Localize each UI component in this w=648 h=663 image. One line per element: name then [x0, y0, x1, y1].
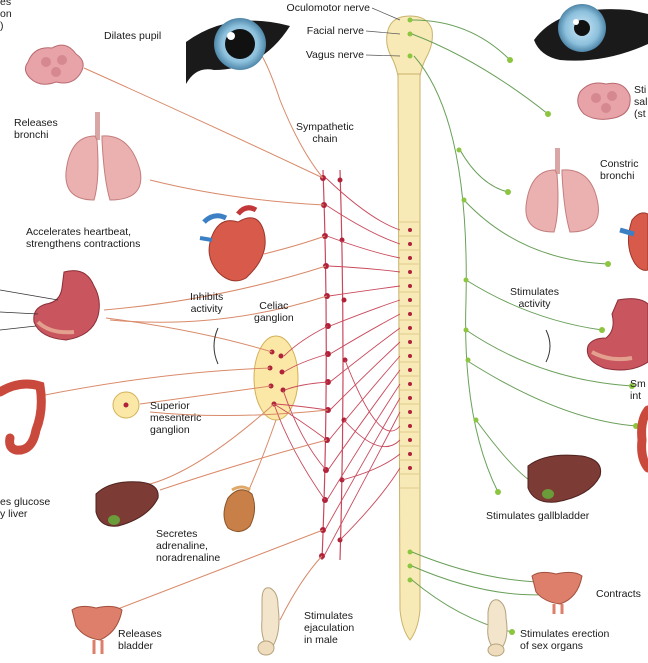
spinal-cord [386, 15, 433, 641]
stomach-left-icon [33, 270, 100, 341]
adrenal-gland-icon [223, 485, 256, 532]
fiber-to-stomach-2 [109, 295, 328, 323]
eye-right-icon [534, 4, 648, 61]
label-contracts: Contracts [596, 588, 641, 600]
liver-left-icon [95, 481, 159, 527]
spinal-segments [399, 221, 419, 489]
label-facial-nerve: Facial nerve [306, 25, 364, 37]
label-stimulates-saliva: Sti sal (st [634, 84, 648, 120]
preganglionic-fibers [323, 177, 401, 557]
fiber-to-lacrimal [83, 67, 324, 179]
para-vagus-main [413, 55, 499, 493]
parasympathetic-fibers [411, 19, 637, 633]
label-accelerates-heartbeat: Accelerates heartbeat, strengthens contr… [26, 226, 141, 250]
label-vagus-nerve: Vagus nerve [305, 49, 364, 61]
stomach-right-icon [586, 298, 648, 371]
fiber-celiac-stomach [105, 317, 273, 353]
label-dilates-pupil: Dilates pupil [104, 30, 162, 42]
para-to-heart [463, 199, 609, 265]
label-stimulates-ejaculation: Stimulates ejaculation in male [304, 610, 355, 646]
fiber-celiac-colon [39, 367, 271, 397]
cranial-pointer-lines [365, 7, 401, 57]
label-releases-bronchi: Releases bronchi [14, 117, 58, 141]
male-genital-icon [257, 587, 280, 656]
label-superior-mesenteric-ganglion: Superior mesenteric ganglion [150, 400, 202, 436]
inhibits-bracket [213, 327, 219, 365]
bladder-left-icon [71, 605, 123, 654]
intestine-left-icon [0, 379, 46, 455]
mesenteric-dot [123, 402, 129, 408]
label-stimulates-activity: Stimulates activity [510, 286, 560, 310]
liver-right-icon [527, 454, 602, 503]
label-celiac-ganglion: Celiac ganglion [254, 300, 294, 324]
lacrimal-gland-icon [24, 44, 84, 85]
fiber-celiac-liver [149, 403, 275, 485]
fiber-to-heart [263, 235, 326, 255]
fiber-to-eye [261, 55, 324, 179]
para-to-intestine [465, 329, 633, 387]
label-stimulates-gallbladder: Stimulates gallbladder [486, 510, 590, 522]
label-oculomotor-nerve: Oculomotor nerve [286, 2, 370, 14]
label-constricts-bronchi: Constric bronchi [600, 158, 639, 182]
label-small-intestine: Sm int [630, 378, 646, 402]
fiber-chain-mid-1 [149, 409, 329, 417]
stimulates-bracket [545, 329, 551, 363]
bladder-right-icon [531, 571, 583, 614]
spinal-exit-dots [408, 228, 412, 470]
fiber-to-sex-organ [279, 555, 323, 621]
para-to-eye [411, 19, 511, 61]
salivary-gland-icon [577, 82, 631, 120]
fiber-to-bladder [109, 529, 324, 613]
fiber-celiac-mesenteric [139, 385, 272, 405]
eye-left-icon [186, 18, 290, 85]
genital-right-icon [487, 599, 508, 657]
para-to-lungs [459, 149, 509, 193]
chain-to-celiac-fibers [273, 325, 329, 501]
para-to-stomach [465, 279, 603, 331]
parasympathetic-ganglia [456, 57, 639, 635]
brainstem-exit-dots [407, 17, 413, 583]
fiber-chain-mid-2 [159, 439, 328, 491]
para-to-intestine-2 [465, 359, 637, 427]
label-releases-bladder: Releases bladder [118, 628, 162, 652]
heart-left-icon [199, 205, 266, 282]
stomach-pointer-lines [0, 289, 59, 331]
para-to-salivary [411, 33, 549, 115]
lungs-left-icon [65, 112, 142, 201]
label-stimulates-erection: Stimulates erection of sex organs [520, 628, 610, 652]
intestine-right-icon [637, 405, 648, 473]
label-sympathetic-chain: Sympathetic chain [296, 121, 354, 145]
label-inhibits-activity: Inhibits activity [190, 291, 224, 315]
label-constricts-pupil: Con [624, 25, 644, 37]
fiber-to-lungs [149, 179, 325, 206]
label-secretes-adrenaline: Secretes adrenaline, noradrenaline [156, 528, 221, 564]
sympathetic-chain [319, 169, 348, 561]
fiber-celiac-adrenal [247, 419, 277, 493]
heart-right-icon [619, 212, 648, 271]
lungs-right-icon [525, 148, 599, 233]
para-to-bladder [411, 551, 541, 583]
label-left-edge-cut: es on ) [0, 0, 12, 32]
fiber-to-stomach-1 [103, 265, 327, 311]
sympathetic-postganglionic [39, 55, 329, 621]
brainstem [386, 15, 433, 77]
label-releases-glucose: es glucose y liver [0, 496, 51, 520]
